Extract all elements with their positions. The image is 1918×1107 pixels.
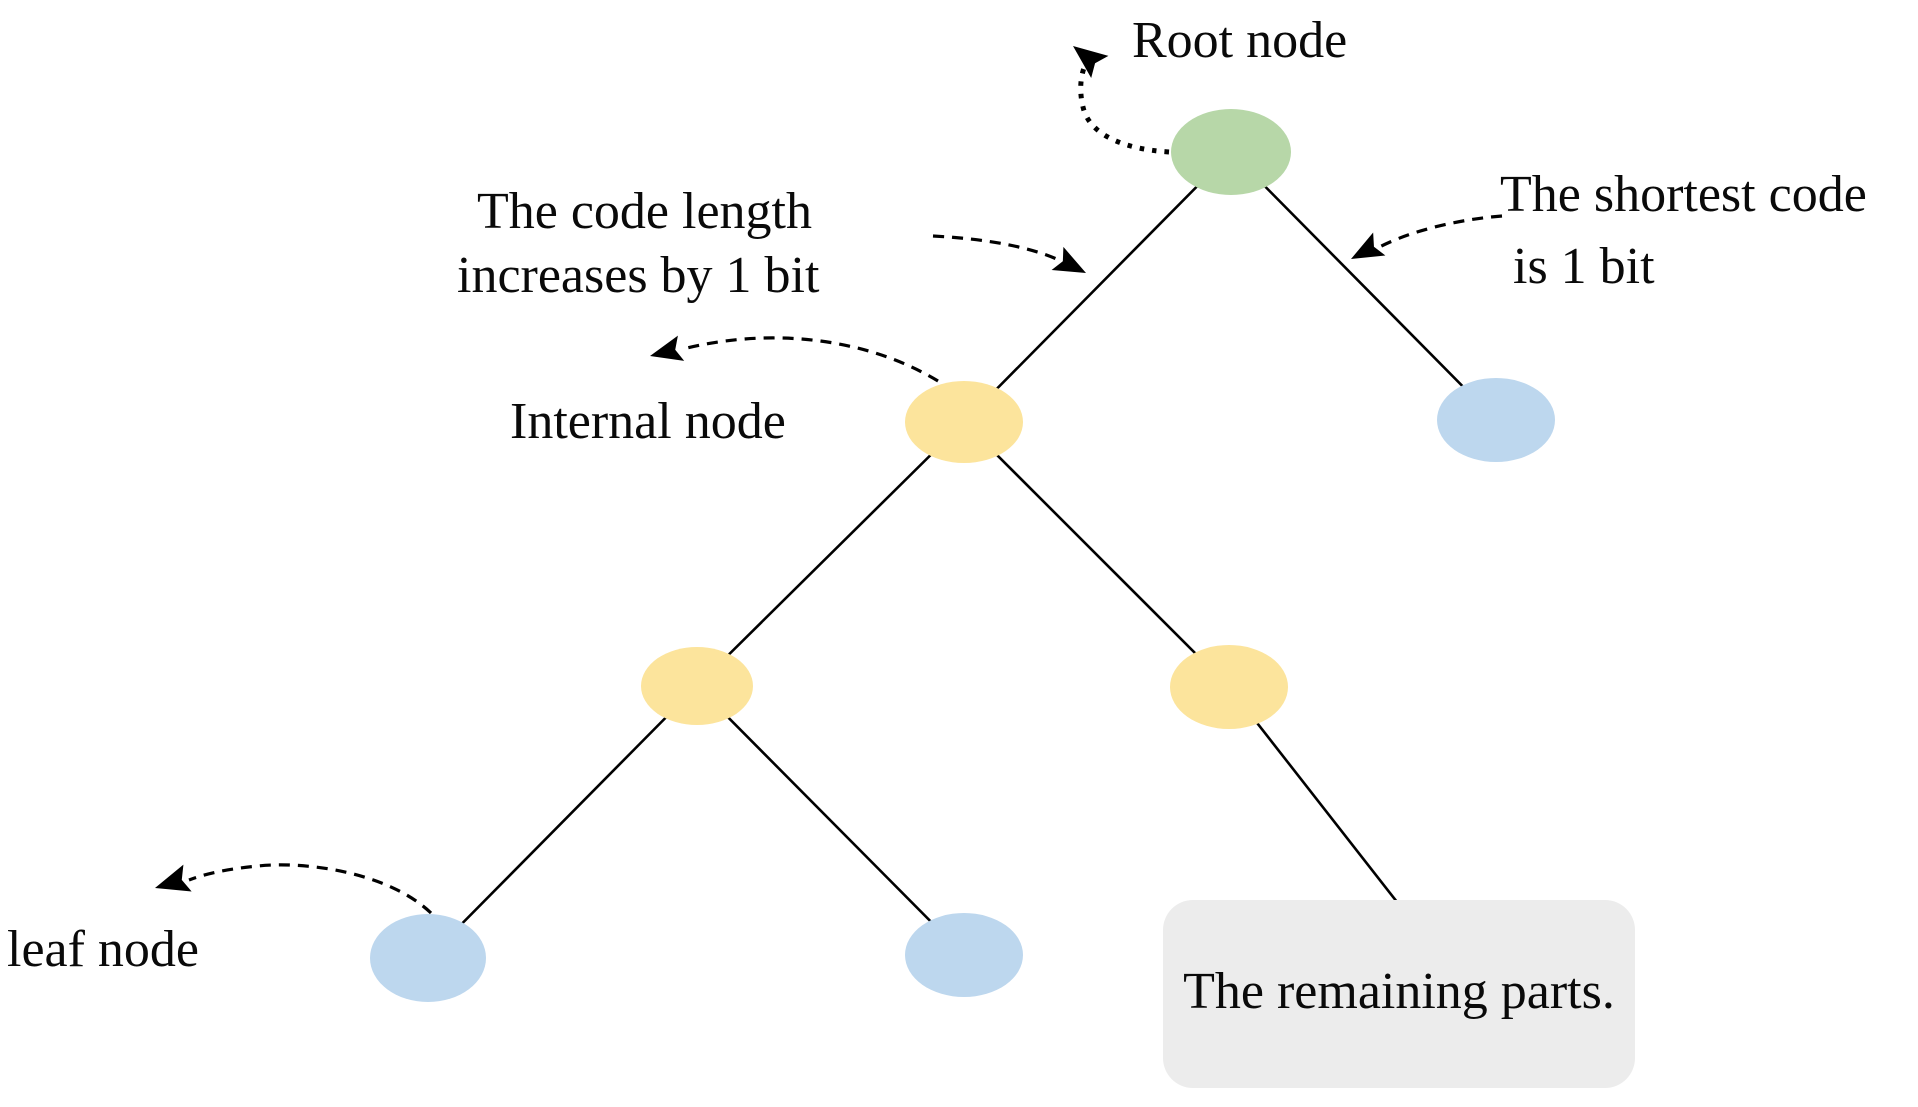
arrowhead-root-icon [1073, 46, 1109, 78]
leaf-node-right [1437, 378, 1555, 462]
edge-l3left-leaf-mid [696, 685, 965, 956]
annotation-arrows [155, 46, 1503, 915]
shortest-code-arrow-curve [1373, 214, 1503, 252]
internal-node-level3-left [641, 647, 753, 725]
root-node [1171, 109, 1291, 195]
root-node-arrow [1073, 46, 1170, 155]
shortest-code-label-line1: The shortest code [1500, 166, 1867, 223]
arrowhead-code-length-icon [1051, 246, 1086, 273]
root-node-label: Root node [1132, 12, 1347, 69]
leaf-node-bottom-mid [905, 913, 1023, 997]
internal-node-level3-right [1170, 645, 1288, 729]
root-node-arrow-curve [1078, 58, 1170, 155]
shortest-code-arrow [1351, 214, 1503, 259]
code-length-arrow [932, 234, 1086, 273]
edge-root-right-leaf [1230, 151, 1497, 421]
shortest-code-label-line2: is 1 bit [1513, 238, 1655, 295]
internal-node-arrow [650, 335, 939, 383]
arrowhead-leaf-icon [155, 864, 192, 892]
leaf-node-bottom-left [370, 914, 486, 1002]
text-labels: Root node The code length increases by 1… [7, 12, 1867, 1020]
arrowhead-shortest-code-icon [1351, 232, 1386, 259]
leaf-node-label: leaf node [7, 921, 199, 978]
leaf-node-arrow [155, 863, 433, 915]
code-length-label-line2: increases by 1 bit [457, 247, 820, 304]
edge-root-internal [963, 151, 1232, 423]
edge-l3left-leaf-left [427, 685, 698, 959]
internal-node-level2 [905, 381, 1023, 463]
tree-nodes [370, 109, 1555, 1002]
code-length-arrow-curve [932, 234, 1064, 264]
edge-internal-l3-right [963, 421, 1230, 688]
code-length-label-line1: The code length [477, 183, 812, 240]
arrowhead-internal-icon [650, 335, 685, 361]
remaining-parts-label: The remaining parts. [1183, 963, 1615, 1020]
remaining-parts-box [1163, 900, 1635, 1088]
internal-node-label: Internal node [510, 393, 786, 450]
internal-node-arrow-curve [682, 336, 939, 383]
leaf-node-arrow-curve [188, 863, 433, 915]
edge-internal-l3-left [696, 421, 965, 687]
